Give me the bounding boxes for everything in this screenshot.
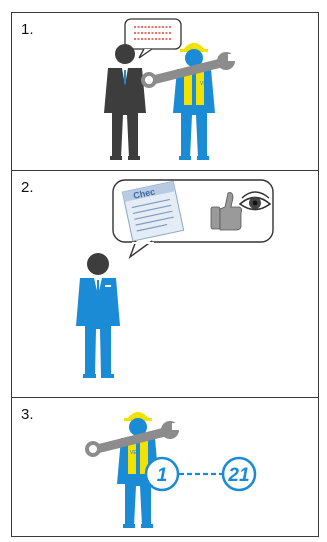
technician-figure: VE xyxy=(173,43,215,160)
sequence-start: 1 xyxy=(157,465,168,486)
step-1-panel: 1. VE xyxy=(11,12,319,172)
step-sequence: 1 21 xyxy=(146,458,255,490)
step-3-panel: 3. VE 1 21 xyxy=(11,397,319,537)
badge-label: VE xyxy=(200,81,207,87)
manager-figure xyxy=(104,44,146,160)
checklist-icon: Chec xyxy=(122,181,183,241)
sequence-end: 21 xyxy=(227,465,249,486)
step-2-panel: 2. Chec xyxy=(11,170,319,399)
manager-figure xyxy=(76,253,120,378)
badge-label: VE xyxy=(130,450,137,456)
